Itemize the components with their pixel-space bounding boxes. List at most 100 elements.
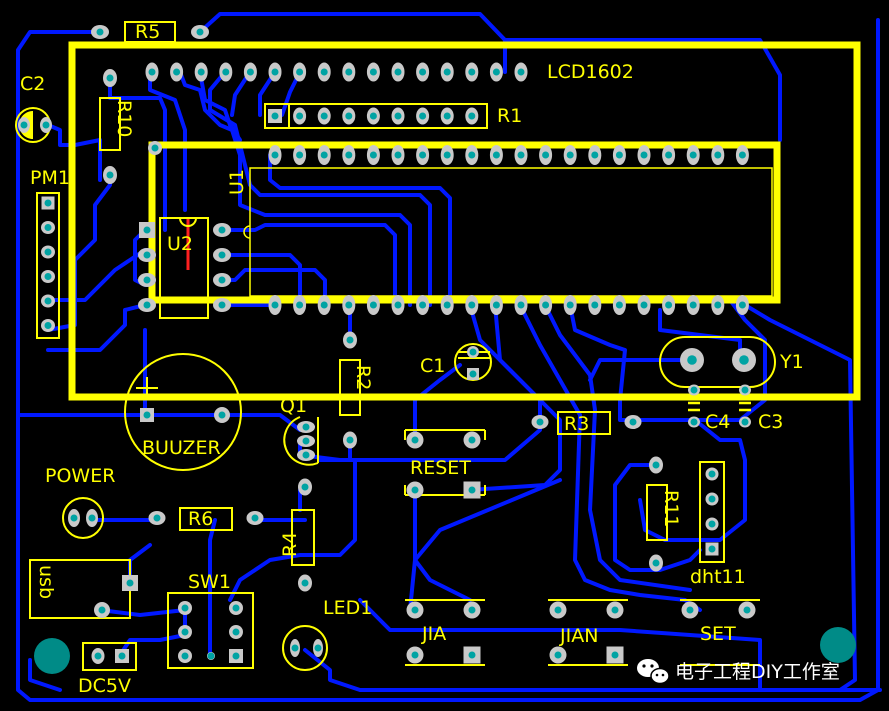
sw1-pin-pad — [178, 625, 192, 639]
mount-hole-right — [820, 627, 856, 663]
u1-pin-pad — [588, 145, 602, 165]
r5-pad — [91, 25, 109, 39]
label-c4: C4 — [705, 411, 730, 433]
q1-outline — [283, 416, 319, 466]
label-r5: R5 — [135, 21, 160, 43]
r3-body — [557, 411, 611, 435]
reset-switch-outline — [404, 429, 486, 496]
u1-pin-pad — [465, 295, 479, 315]
r2-pad — [343, 331, 357, 349]
u1-pin-pad — [391, 145, 405, 165]
label-y1: Y1 — [779, 351, 804, 373]
label-r1: R1 — [497, 105, 522, 127]
set-pad — [738, 601, 756, 619]
jia-pad — [406, 646, 424, 664]
y1-pad — [732, 348, 756, 372]
label-set: SET — [700, 623, 736, 645]
label-c1: C1 — [420, 355, 445, 377]
pm1-pin-pad — [41, 294, 55, 308]
lcd-pin-pad — [170, 62, 184, 82]
r6-body — [179, 507, 233, 531]
u1-pin-pad — [686, 295, 700, 315]
label-reset: RESET — [410, 457, 471, 479]
pm1-outline — [36, 192, 60, 339]
u2-pin-pad — [138, 298, 156, 312]
led1-outline — [282, 625, 328, 671]
jia-pad — [406, 601, 424, 619]
u1-pin-pad — [637, 145, 651, 165]
lcd-pin-pad — [416, 62, 430, 82]
lcd-pin-pad — [145, 62, 159, 82]
sw1-pin-square-pad — [229, 649, 243, 663]
r1-pin-pad — [342, 107, 356, 125]
label-jia: JIA — [421, 623, 446, 645]
r6-pad — [148, 511, 166, 525]
u1-pin-pad — [317, 145, 331, 165]
label-r2: R2 — [352, 365, 374, 390]
u1-pin-pad — [563, 295, 577, 315]
lcd-pin-pad — [342, 62, 356, 82]
r2-body — [339, 359, 361, 416]
lcd-pin-pad — [268, 62, 282, 82]
label-c3: C3 — [758, 411, 783, 433]
sw1-pin-pad — [229, 601, 243, 615]
u2-notch — [179, 217, 197, 227]
u1-pin-pad — [514, 145, 528, 165]
q1-pin-pad — [297, 421, 315, 433]
pm1-pin1-pad — [41, 196, 55, 210]
jia-switch-outline — [405, 599, 485, 666]
power-led-pad — [86, 509, 98, 527]
buzzer-outline — [124, 353, 242, 471]
pm1-pin-pad — [41, 221, 55, 234]
u1-pin-pad — [612, 295, 626, 315]
u2-pin-pad — [213, 248, 231, 262]
c4-pad — [688, 416, 700, 428]
label-usb: usb — [35, 565, 57, 599]
label-r6: R6 — [188, 508, 213, 530]
r2-pad — [343, 431, 357, 449]
dht11-outline — [699, 461, 725, 563]
r4-pad — [298, 574, 312, 592]
jian-switch-outline — [548, 599, 628, 666]
r1-pin1-pad — [268, 109, 282, 123]
r1-pin-pad — [416, 107, 430, 125]
label-pm1: PM1 — [30, 167, 70, 189]
usb-pad — [122, 575, 138, 591]
label-led1: LED1 — [323, 597, 372, 619]
u1-pin-pad — [268, 295, 282, 315]
u1-pin-pad — [391, 295, 405, 315]
u1-pin-pad — [465, 145, 479, 165]
u1-pin-pad — [440, 295, 454, 315]
r6-pad — [246, 511, 264, 525]
u1-pin-pad — [711, 145, 725, 165]
jia-pad — [463, 601, 481, 619]
r11-body — [646, 484, 668, 541]
u1-pin-pad — [489, 295, 503, 315]
silkscreen-outlines — [15, 21, 861, 671]
label-r11: R11 — [660, 490, 682, 527]
label-q1: Q1 — [280, 395, 307, 417]
y1-pad — [680, 348, 704, 372]
power-led-pad — [68, 509, 80, 527]
u1-pin-pad — [662, 295, 676, 315]
r11-pad — [649, 456, 663, 474]
u1-pin-pad — [711, 295, 725, 315]
reset-pad — [406, 481, 424, 499]
c3-body — [739, 401, 751, 412]
dht11-pin4-pad — [705, 542, 719, 556]
label-buzzer: BUUZER — [142, 437, 221, 459]
r3-pad — [624, 415, 642, 429]
label-lcd1602: LCD1602 — [547, 61, 634, 83]
led1-pad — [313, 639, 323, 657]
c1-pad — [467, 346, 479, 358]
r10-pad — [103, 69, 117, 87]
lcd-pin-pad — [293, 62, 307, 82]
dc5v-outline — [82, 642, 137, 671]
dc5v-pad-square — [115, 649, 129, 663]
pm1-pin-pad — [41, 319, 55, 332]
c3-pad — [739, 416, 751, 428]
u1-pin-pad — [317, 295, 331, 315]
dht11-pin-pad — [705, 467, 719, 481]
jian-pad — [549, 601, 567, 619]
